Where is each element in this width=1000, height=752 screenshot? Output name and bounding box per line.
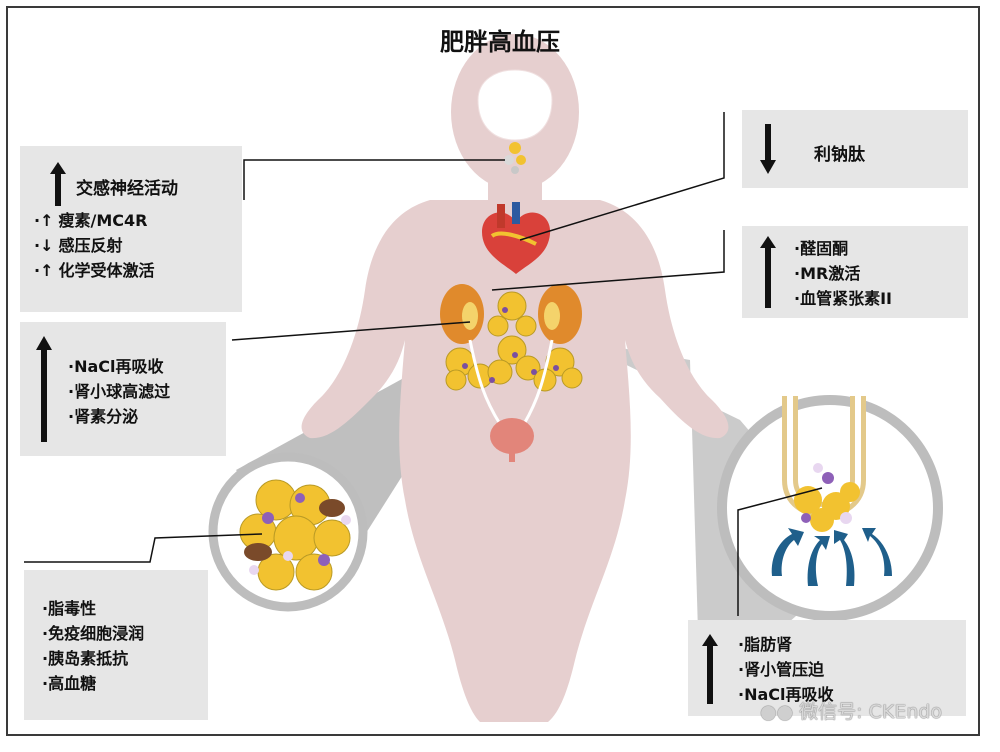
list-item: ·↑瘦素/MC4R [34,211,148,230]
list-item: ·免疫细胞浸润 [42,624,145,643]
ureter-left [468,339,502,425]
list-item: ·肾小管压迫 [738,660,825,679]
list-item: ·肾素分泌 [68,407,139,426]
wechat-watermark: ●●微信号: CKEndo [760,701,943,723]
aldosterone-list: ·醛固酮 ·MR激活 ·血管紧张素II [794,236,892,311]
perirenal-fat-icon [794,463,860,532]
wechat-icon: ●● [760,701,794,723]
sympathetic-list: ·↑瘦素/MC4R ·↓感压反射 ·↑化学受体激活 [34,208,155,283]
arrow-down-icon [760,124,776,174]
list-item: ·MR激活 [794,264,861,283]
list-item: ·胰岛素抵抗 [42,649,129,668]
adipose-effects-box: ·脂毒性 ·免疫细胞浸润 ·胰岛素抵抗 ·高血糖 [24,570,208,720]
list-item: ·血管紧张素II [794,289,892,308]
list-item: ·↓感压反射 [34,236,123,255]
renal-list: ·NaCl再吸收 ·肾小球高滤过 ·肾素分泌 [68,354,170,429]
list-item: ·脂毒性 [42,599,97,618]
page-title: 肥胖高血压 [440,28,560,56]
connector-lines [24,112,823,616]
list-item: ·醛固酮 [794,239,849,258]
immune-cell-dots [462,307,559,383]
arrow-up-icon [702,634,718,704]
adipose-list: ·脂毒性 ·免疫细胞浸润 ·胰岛素抵抗 ·高血糖 [42,596,144,696]
renal-function-box: ·NaCl再吸收 ·肾小球高滤过 ·肾素分泌 [20,322,226,456]
compression-arrows-icon [771,528,892,586]
arrow-up-icon [36,336,52,442]
arrow-up-icon [50,162,66,206]
list-item: ·肾小球高滤过 [68,382,171,401]
aldosterone-box: ·醛固酮 ·MR激活 ·血管紧张素II [742,226,968,318]
list-item: ·高血糖 [42,674,97,693]
natriuretic-peptide-box: 利钠肽 [742,110,968,188]
arrow-up-icon [760,236,776,308]
natriuretic-heading: 利钠肽 [814,145,865,165]
list-item: ·NaCl再吸收 [738,685,834,704]
brain-icon [477,69,553,141]
sympathetic-heading: 交感神经活动 [76,179,178,199]
fatty-kidney-box: ·脂肪肾 ·肾小管压迫 ·NaCl再吸收 [688,620,966,716]
sympathetic-ganglia-icon [504,142,526,174]
fatty-kidney-list: ·脂肪肾 ·肾小管压迫 ·NaCl再吸收 [738,632,834,707]
bladder-icon [490,418,534,454]
adipocyte-cluster-icon [239,479,351,591]
sympathetic-activity-box: 交感神经活动 ·↑瘦素/MC4R ·↓感压反射 ·↑化学受体激活 [20,146,242,312]
heart-icon [482,202,551,274]
list-item: ·↑化学受体激活 [34,261,155,280]
list-item: ·脂肪肾 [738,635,793,654]
list-item: ·NaCl再吸收 [68,357,164,376]
ureter-right [522,339,554,425]
